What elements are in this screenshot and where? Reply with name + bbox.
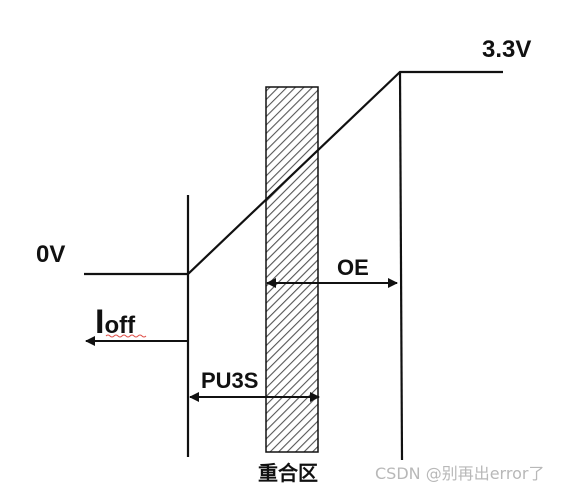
voltage-high-label: 3.3V — [482, 36, 531, 63]
ioff-label: Ioff — [95, 303, 136, 341]
voltage-low-label: 0V — [36, 241, 65, 268]
signal-waveform — [84, 70, 503, 276]
oe-label: OE — [337, 255, 369, 280]
csdn-watermark: CSDN @别再出error了 — [375, 464, 544, 483]
overlap-zone-label: 重合区 — [258, 461, 318, 485]
ioff-sub: off — [104, 312, 136, 339]
ioff-main: I — [95, 303, 104, 341]
oe-end-line — [398, 71, 404, 461]
spellcheck-squiggle — [105, 334, 147, 338]
pu3s-label: PU3S — [201, 368, 258, 393]
overlap-zone — [265, 86, 319, 453]
